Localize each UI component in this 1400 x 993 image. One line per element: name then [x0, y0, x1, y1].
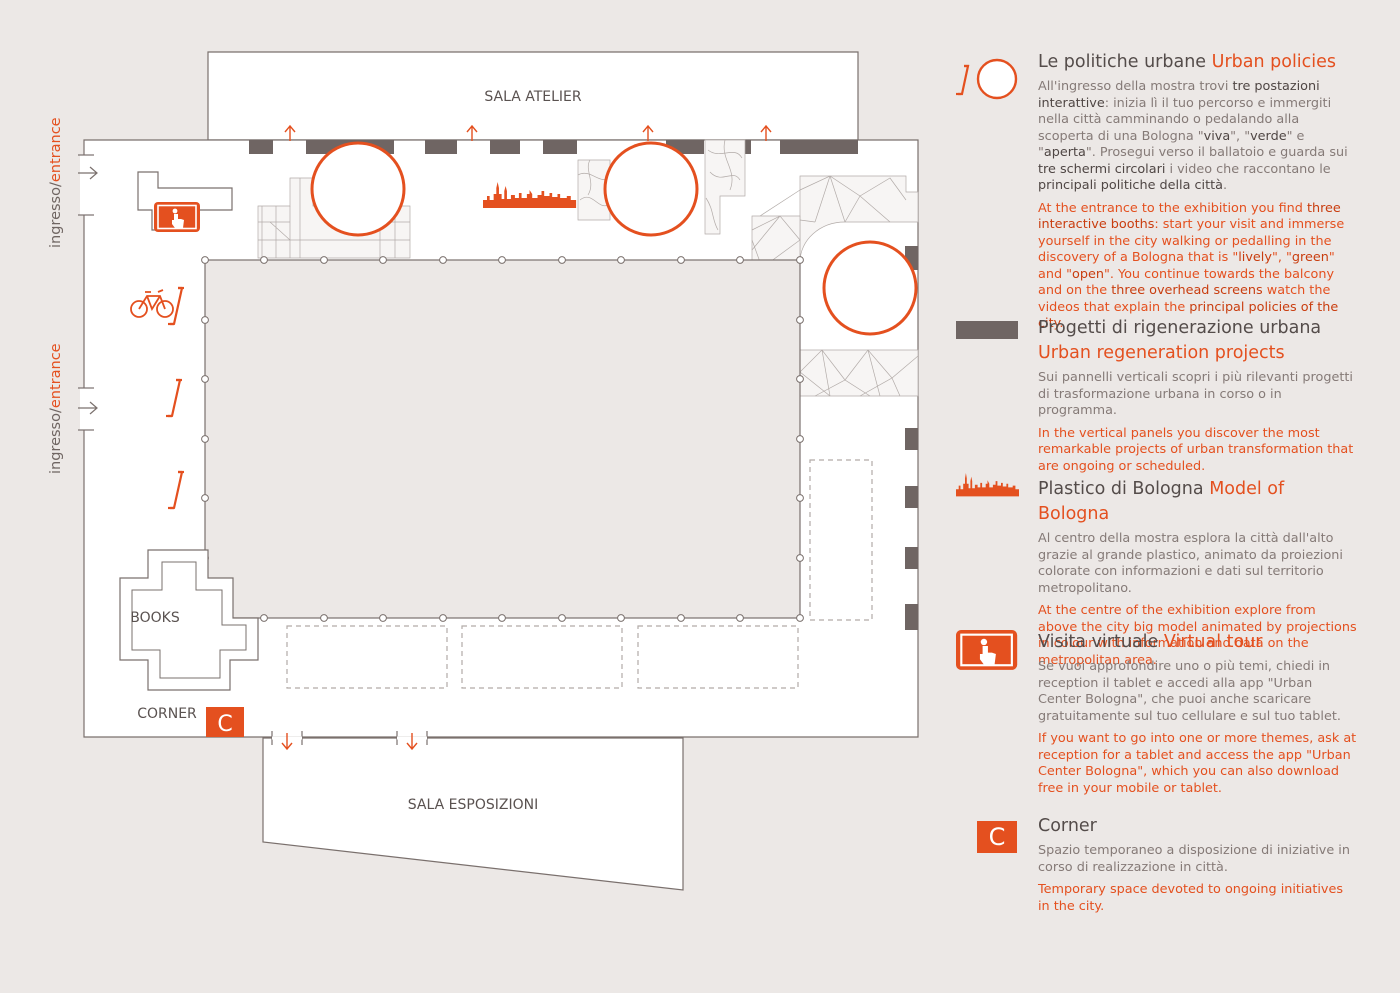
projector-marker: [796, 614, 804, 622]
urban-policies-text-en: At the entrance to the exhibition you fi…: [1038, 200, 1345, 332]
up-arrows: [284, 124, 772, 141]
skyline-icon: [956, 473, 1019, 497]
projector-marker: [201, 316, 209, 324]
corner-badge-plan-letter: C: [217, 712, 232, 737]
books-shelf-inner: [131, 561, 247, 679]
projector-marker: [379, 614, 387, 622]
books-shelf-outer: [119, 549, 259, 691]
projector-marker: [439, 256, 447, 264]
projector-marker: [736, 256, 744, 264]
projector-marker: [558, 614, 566, 622]
label-books: BOOKS: [130, 610, 180, 626]
corner-badge-plan: [206, 707, 244, 737]
floor-plan: ingresso/entrance ingresso/entrance: [48, 51, 919, 891]
corner-text-it: Spazio temporaneo a disposizione di iniz…: [1038, 843, 1350, 875]
projector-marker: [796, 494, 804, 502]
projector-marker: [796, 435, 804, 443]
label-corner: CORNER: [137, 706, 197, 722]
room-sala-esposizioni: [262, 737, 684, 891]
corner-badge-icon: C: [977, 821, 1017, 853]
dashed-display-areas: [286, 459, 873, 689]
projector-marker: [558, 256, 566, 264]
corner-text-en: Temporary space devoted to ongoing initi…: [1038, 882, 1344, 914]
projector-marker: [201, 375, 209, 383]
urban-policies-title: Le politiche urbane Urban policies: [1038, 52, 1337, 72]
projector-marker: [617, 614, 625, 622]
projector-marker: [796, 316, 804, 324]
central-model-area: [204, 259, 801, 619]
regeneration-text-en: In the vertical panels you discover the …: [1038, 425, 1354, 474]
corner-title: Corner: [1038, 816, 1097, 836]
projector-marker: [736, 614, 744, 622]
virtual-tour-text-it: Se vuoi approfondire uno o più temi, chi…: [1038, 659, 1341, 724]
projector-marker: [617, 256, 625, 264]
projector-marker: [320, 614, 328, 622]
projector-marker: [201, 435, 209, 443]
projector-marker: [796, 256, 804, 264]
virtual-tour-text-en: If you want to go into one or more theme…: [1038, 731, 1357, 796]
projector-marker: [677, 614, 685, 622]
entrance-label-lower: ingresso/entrance: [48, 343, 64, 474]
virtual-tour-title: Visita virtuale Virtual tour: [1038, 632, 1263, 652]
entrance-label-upper: ingresso/entrance: [48, 117, 64, 248]
projector-marker: [201, 256, 209, 264]
bicycle-icon: [130, 289, 174, 318]
circular-screen-2: [603, 141, 699, 237]
label-sala-atelier: SALA ATELIER: [484, 89, 582, 105]
model-text-en: At the centre of the exhibition explore …: [1038, 603, 1357, 668]
entrance-arrow-lower-icon: [78, 401, 98, 415]
projector-marker: [260, 256, 268, 264]
projector-marker: [260, 614, 268, 622]
model-projectors: [201, 256, 804, 622]
model-title: Plastico di Bologna Model of Bologna: [1038, 479, 1285, 524]
tablet-plan-icon: [153, 201, 201, 233]
circular-screen-3: [822, 240, 918, 336]
down-arrows: [281, 733, 418, 751]
label-sala-esposizioni: SALA ESPOSIZIONI: [408, 797, 538, 813]
urban-policies-text-it: All'ingresso della mostra trovi tre post…: [1038, 79, 1348, 193]
projector-marker: [439, 614, 447, 622]
entrance-arrow-upper-icon: [78, 166, 98, 180]
regeneration-text-it: Sui pannelli verticali scopri i più rile…: [1038, 370, 1353, 418]
entrance-gap-lower: [80, 388, 90, 430]
projector-marker: [498, 614, 506, 622]
projector-marker: [796, 375, 804, 383]
panel-icon: [956, 321, 1018, 339]
projector-marker: [201, 494, 209, 502]
tablet-icon: [956, 630, 1019, 671]
model-text-it: Al centro della mostra esplora la città …: [1038, 531, 1343, 596]
entrance-gap-upper: [80, 155, 90, 215]
projector-marker: [796, 554, 804, 562]
urban-policies-icon: [956, 58, 1018, 100]
projector-marker: [498, 256, 506, 264]
projector-marker: [379, 256, 387, 264]
circular-screen-1: [310, 141, 406, 237]
projector-marker: [677, 256, 685, 264]
projector-marker: [320, 256, 328, 264]
